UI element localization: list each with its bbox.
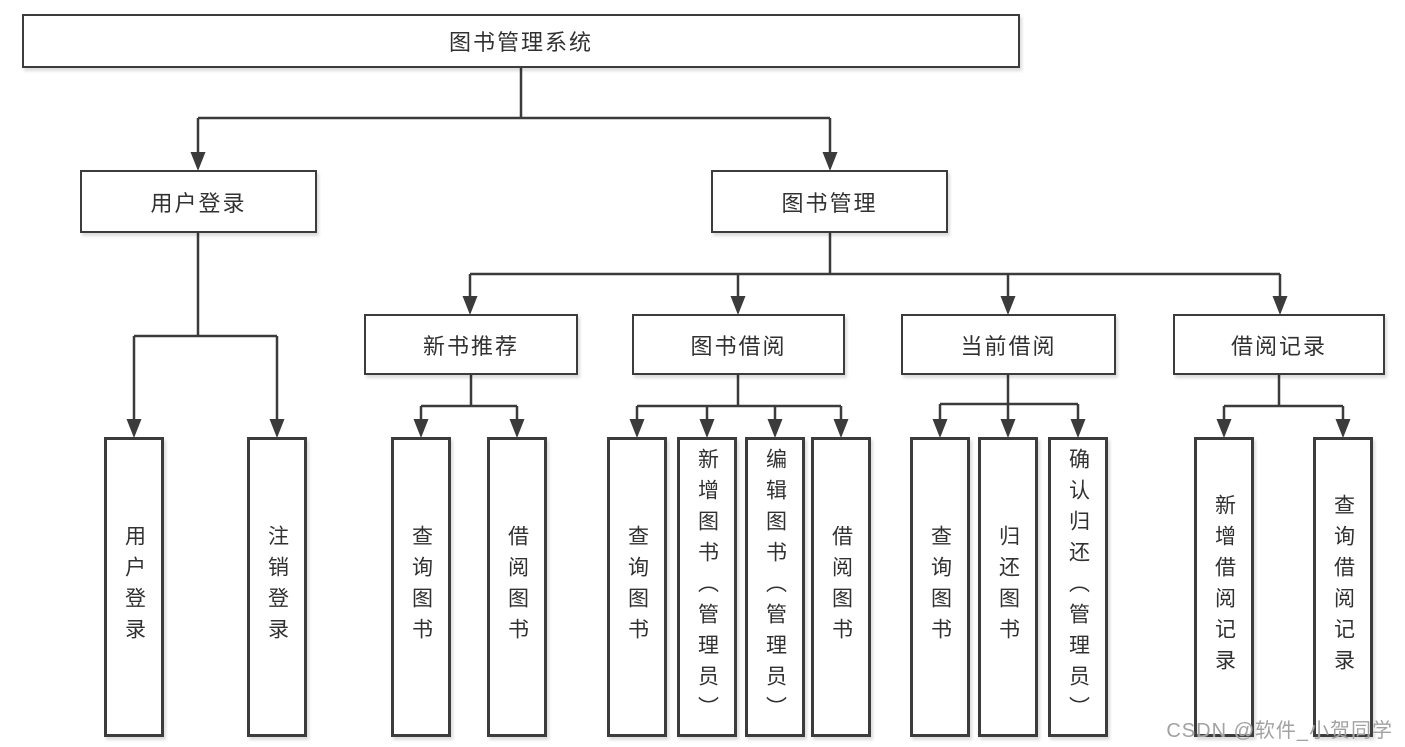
leaf-edit-book-admin-label: 编辑图书（管理员） bbox=[763, 447, 787, 727]
node-new-book-recommend: 新书推荐 bbox=[364, 314, 578, 375]
leaf-query-borrow-record: 查询借阅记录 bbox=[1313, 437, 1373, 737]
node-new-book-recommend-label: 新书推荐 bbox=[422, 333, 519, 359]
leaf-borrow-book-recommend-label: 借阅图书 bbox=[505, 525, 529, 649]
leaf-confirm-return-admin-label: 确认归还（管理员） bbox=[1066, 447, 1090, 727]
leaf-return-book: 归还图书 bbox=[978, 437, 1038, 737]
leaf-edit-book-admin: 编辑图书（管理员） bbox=[745, 437, 805, 737]
leaf-query-book-current: 查询图书 bbox=[910, 437, 970, 737]
node-book-borrow: 图书借阅 bbox=[632, 314, 845, 375]
node-book-borrow-label: 图书借阅 bbox=[690, 333, 787, 359]
watermark: CSDN @软件_小贺同学 bbox=[1166, 720, 1393, 742]
leaf-query-borrow-record-label: 查询借阅记录 bbox=[1331, 494, 1355, 680]
node-user-login-label: 用户登录 bbox=[150, 190, 247, 216]
leaf-logout: 注销登录 bbox=[247, 437, 307, 737]
node-borrow-records-label: 借阅记录 bbox=[1230, 333, 1327, 359]
leaf-logout-label: 注销登录 bbox=[265, 525, 289, 649]
connector-borrow-to-children bbox=[629, 375, 849, 438]
node-current-borrow: 当前借阅 bbox=[901, 314, 1116, 375]
node-library-system-label: 图书管理系统 bbox=[448, 30, 593, 55]
leaf-query-book-recommend: 查询图书 bbox=[391, 437, 451, 737]
leaf-add-borrow-record: 新增借阅记录 bbox=[1194, 437, 1254, 737]
connector-login-to-children bbox=[126, 233, 285, 438]
connector-recommend-to-children bbox=[413, 375, 525, 438]
node-current-borrow-label: 当前借阅 bbox=[960, 333, 1057, 359]
leaf-query-book-current-label: 查询图书 bbox=[928, 525, 952, 649]
leaf-query-book-borrow-label: 查询图书 bbox=[625, 525, 649, 649]
leaf-add-borrow-record-label: 新增借阅记录 bbox=[1212, 494, 1236, 680]
leaf-borrow-book-recommend: 借阅图书 bbox=[487, 437, 547, 737]
connector-mgmt-to-groups bbox=[462, 233, 1288, 315]
leaf-borrow-book-label: 借阅图书 bbox=[829, 525, 853, 649]
leaf-query-book-borrow: 查询图书 bbox=[607, 437, 667, 737]
connector-records-to-children bbox=[1216, 375, 1351, 438]
node-library-system: 图书管理系统 bbox=[22, 14, 1020, 68]
leaf-return-book-label: 归还图书 bbox=[996, 525, 1020, 649]
leaf-add-book-admin-label: 新增图书（管理员） bbox=[695, 447, 719, 727]
connector-root-to-level2 bbox=[190, 68, 838, 171]
node-borrow-records: 借阅记录 bbox=[1173, 314, 1385, 375]
leaf-user-login: 用户登录 bbox=[104, 437, 164, 737]
leaf-confirm-return-admin: 确认归还（管理员） bbox=[1048, 437, 1108, 737]
node-user-login: 用户登录 bbox=[80, 170, 317, 233]
leaf-add-book-admin: 新增图书（管理员） bbox=[677, 437, 737, 737]
leaf-query-book-recommend-label: 查询图书 bbox=[409, 525, 433, 649]
connector-current-to-children bbox=[932, 375, 1086, 438]
leaf-borrow-book: 借阅图书 bbox=[811, 437, 871, 737]
leaf-user-login-label: 用户登录 bbox=[122, 525, 146, 649]
node-book-management: 图书管理 bbox=[711, 170, 948, 233]
node-book-management-label: 图书管理 bbox=[781, 190, 878, 216]
